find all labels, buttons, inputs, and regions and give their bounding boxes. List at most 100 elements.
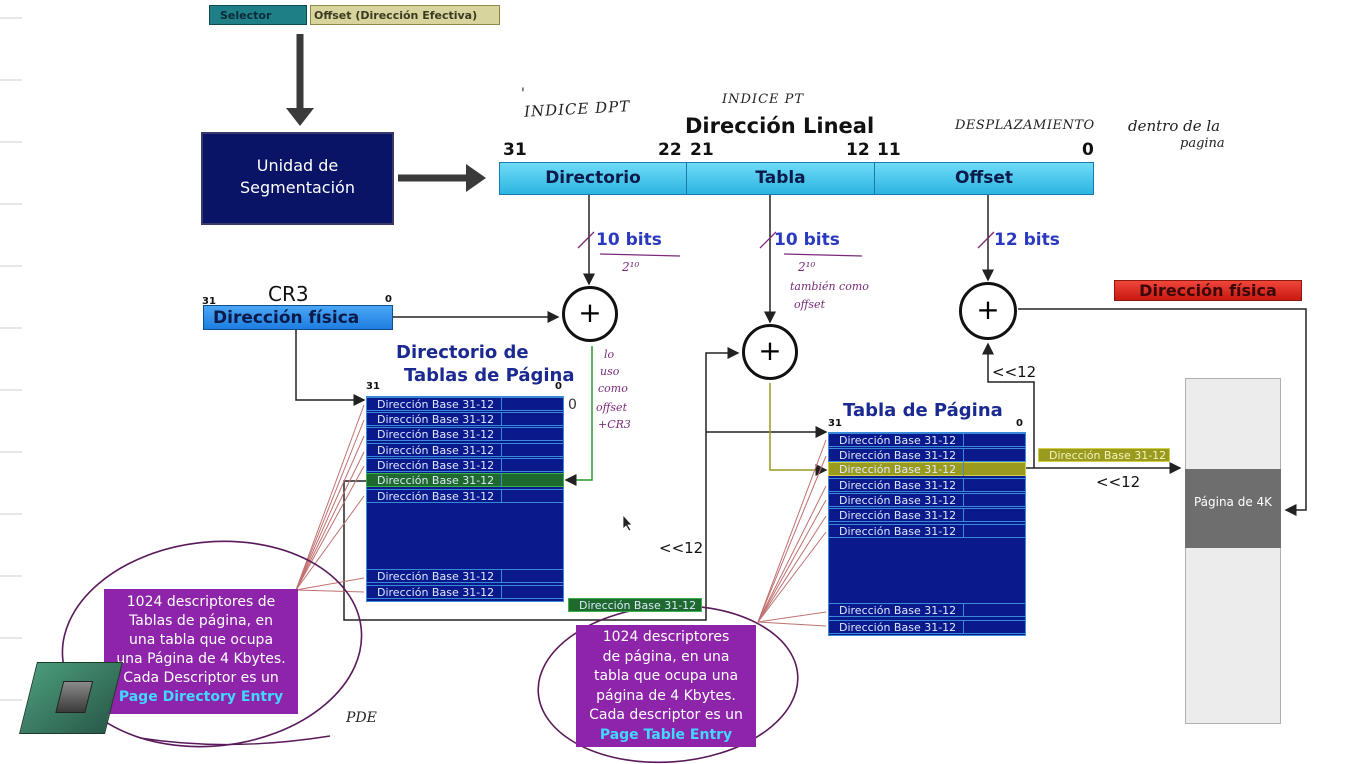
page-directory-bit0: 0 xyxy=(555,381,562,392)
page-4k-block: Página de 4K xyxy=(1185,469,1281,548)
pde-info-line: una tabla que ocupa xyxy=(128,632,274,648)
physical-memory xyxy=(1185,378,1281,724)
page-table-bit0: 0 xyxy=(1016,418,1023,429)
adder-directory: + xyxy=(562,286,618,342)
note-pde: PDE xyxy=(346,710,377,726)
note-uso: uso xyxy=(600,365,620,378)
pte-entry: Dirección Base 31-12 xyxy=(828,508,1026,522)
margin-ticks xyxy=(0,17,22,701)
pte-info-box: 1024 descriptores de página, en una tabl… xyxy=(576,625,756,747)
field-offset-label: Offset xyxy=(955,168,1013,188)
page-table-bit31: 31 xyxy=(828,418,842,429)
pte-fan-lines xyxy=(757,439,827,627)
bit-12-label: 12 xyxy=(846,140,870,160)
page-directory-title-2: Tablas de Página xyxy=(404,365,575,386)
page-directory-title-1: Directorio de xyxy=(396,342,529,363)
segmentation-unit-line1: Unidad de xyxy=(256,156,339,175)
note-lo: lo xyxy=(604,348,615,361)
shift-label-directory: <<12 xyxy=(659,539,704,557)
page-table-title: Tabla de Página xyxy=(843,400,1003,421)
pte-output-entry: Dirección Base 31-12 xyxy=(1038,448,1170,462)
cr3-bit0: 0 xyxy=(385,294,392,305)
bit-21-label: 21 xyxy=(690,140,714,160)
selector-label: Selector xyxy=(220,9,272,22)
pte-info-line: 1024 descriptores xyxy=(602,629,730,645)
note-como: como xyxy=(598,382,628,395)
linear-address-bar: Directorio Tabla Offset xyxy=(499,162,1094,195)
cr3-register-label: Dirección física xyxy=(213,308,360,328)
shift-label-offset: <<12 xyxy=(992,363,1037,381)
bits-offset: 12 bits xyxy=(994,230,1060,250)
page-4k-label: Página de 4K xyxy=(1193,495,1273,509)
pde-info-box: 1024 descriptores de Tablas de página, e… xyxy=(104,589,298,714)
note-tick: ' xyxy=(521,86,525,102)
physical-address-label: Dirección física xyxy=(1139,281,1277,300)
pde-info-line: 1024 descriptores de xyxy=(126,594,276,610)
adder-table: + xyxy=(742,324,798,380)
note-pow-directory: 2¹⁰ xyxy=(622,260,640,274)
note-dentro-de-la: dentro de la xyxy=(1128,117,1221,135)
note-indice-pt: INDICE PT xyxy=(722,92,805,107)
adder-offset: + xyxy=(959,282,1017,340)
note-offset-cr3-a: offset xyxy=(596,401,627,414)
pde-info-highlight: Page Directory Entry xyxy=(118,689,284,705)
bit-11-label: 11 xyxy=(877,140,901,160)
segmentation-unit-box: Unidad de Segmentación xyxy=(201,132,394,225)
offset-effective-field: Offset (Dirección Efectiva) xyxy=(310,5,500,25)
bits-directorio: 10 bits xyxy=(596,230,662,250)
note-desplazamiento: DESPLAZAMIENTO xyxy=(955,118,1095,133)
field-directorio: Directorio xyxy=(500,163,687,194)
note-offset-cr3-b: +CR3 xyxy=(598,418,631,431)
pde-info-line: una Página de 4 Kbytes. xyxy=(116,651,286,667)
offset-effective-label: Offset (Dirección Efectiva) xyxy=(314,9,478,22)
pde-info-line: Tablas de página, en xyxy=(129,613,273,629)
pte-entry-selected: Dirección Base 31-12 xyxy=(828,462,1026,476)
pde-entry: Dirección Base 31-12 xyxy=(366,489,564,503)
note-tambien-como: también como xyxy=(790,280,869,293)
pde-entry: Dirección Base 31-12 xyxy=(366,397,564,411)
pde-entry-selected: Dirección Base 31-12 xyxy=(366,473,564,487)
field-directorio-label: Directorio xyxy=(545,168,641,188)
pde-entry: Dirección Base 31-12 xyxy=(366,585,564,599)
pte-entry: Dirección Base 31-12 xyxy=(828,524,1026,538)
pte-entry: Dirección Base 31-12 xyxy=(828,478,1026,492)
bit-31-label: 31 xyxy=(503,140,527,160)
pde-fan-lines xyxy=(295,404,365,593)
cr3-bit31: 31 xyxy=(202,296,216,307)
note-offset: offset xyxy=(794,298,825,311)
cr3-register: Dirección física xyxy=(203,305,393,330)
pte-info-line: de página, en una xyxy=(602,648,730,665)
linear-address-title: Dirección Lineal xyxy=(685,114,875,138)
cpu-chip-image xyxy=(19,662,123,734)
bits-tabla: 10 bits xyxy=(774,230,840,250)
field-tabla-label: Tabla xyxy=(755,168,806,188)
field-offset: Offset xyxy=(875,163,1093,194)
note-pagina: pagina xyxy=(1180,136,1225,151)
bit-22-label: 22 xyxy=(658,140,682,160)
pde-entry: Dirección Base 31-12 xyxy=(366,443,564,457)
pde-entry: Dirección Base 31-12 xyxy=(366,569,564,583)
page-directory-side-zero: 0 xyxy=(568,397,577,413)
pte-info-line: Cada descriptor es un xyxy=(589,707,743,723)
pde-entry: Dirección Base 31-12 xyxy=(366,412,564,426)
pde-entry: Dirección Base 31-12 xyxy=(366,458,564,472)
cr3-label: CR3 xyxy=(268,282,309,306)
pde-entry: Dirección Base 31-12 xyxy=(366,427,564,441)
pde-info-line: Cada Descriptor es un xyxy=(123,670,279,686)
segmentation-unit-line2: Segmentación xyxy=(240,178,355,197)
pte-entry: Dirección Base 31-12 xyxy=(828,603,1026,617)
selector-field: Selector xyxy=(209,5,307,25)
pte-entry: Dirección Base 31-12 xyxy=(828,448,1026,462)
shift-label-table: <<12 xyxy=(1096,473,1141,491)
pde-output-entry: Dirección Base 31-12 xyxy=(568,598,702,612)
note-pow-table: 2¹⁰ xyxy=(798,260,816,274)
pte-info-line: tabla que ocupa una xyxy=(593,668,739,684)
field-tabla: Tabla xyxy=(687,163,875,194)
pte-entry: Dirección Base 31-12 xyxy=(828,620,1026,634)
pte-info-line: página de 4 Kbytes. xyxy=(596,687,736,704)
page-directory-bit31: 31 xyxy=(366,381,380,392)
pte-entry: Dirección Base 31-12 xyxy=(828,433,1026,447)
mouse-cursor-icon xyxy=(622,514,633,532)
physical-address-label-box: Dirección física xyxy=(1114,280,1302,301)
